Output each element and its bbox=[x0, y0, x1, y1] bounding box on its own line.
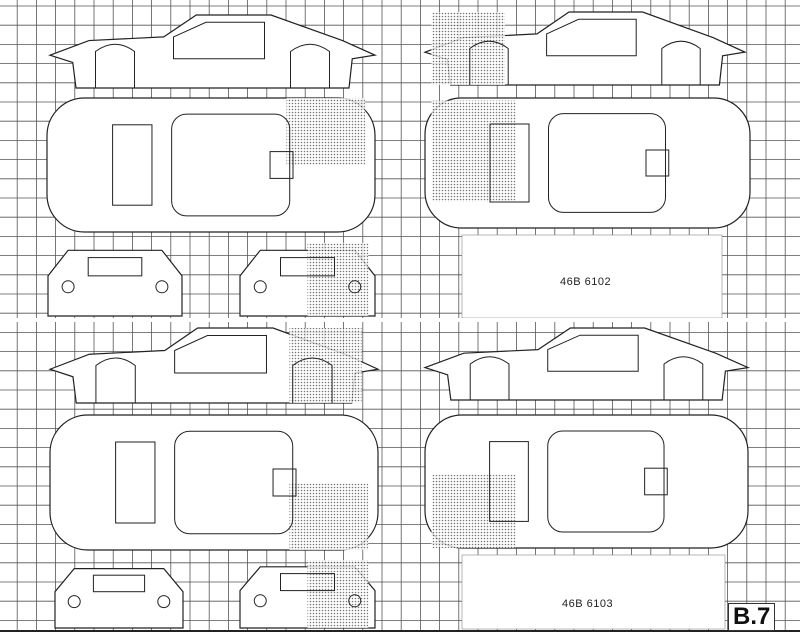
shaded-region bbox=[289, 482, 369, 550]
lamp bbox=[348, 594, 362, 608]
shaded-region bbox=[289, 328, 362, 403]
wheel-arch bbox=[95, 357, 136, 403]
window bbox=[173, 21, 265, 60]
label-box bbox=[461, 234, 723, 319]
plan-view bbox=[424, 414, 749, 549]
drawing-number-bottom: 46B 6103 bbox=[562, 598, 614, 610]
shaded-region bbox=[307, 243, 369, 316]
sheet-id: B.7 bbox=[728, 603, 776, 631]
end-view bbox=[54, 568, 184, 629]
lamp bbox=[157, 595, 171, 609]
tunnel bbox=[645, 149, 670, 177]
shaded-region bbox=[307, 560, 369, 628]
window bbox=[280, 257, 335, 277]
body-outline bbox=[47, 249, 183, 317]
window bbox=[92, 574, 146, 593]
lamp bbox=[61, 280, 75, 294]
label-box bbox=[0, 318, 800, 322]
plan-view bbox=[424, 97, 751, 229]
shaded-region bbox=[286, 98, 366, 165]
end-view bbox=[239, 243, 376, 317]
wheel-arch bbox=[661, 40, 701, 85]
frunk bbox=[489, 441, 529, 522]
shaded-region bbox=[431, 12, 505, 85]
cabin bbox=[548, 113, 666, 213]
lamp bbox=[253, 280, 267, 294]
plan-view bbox=[49, 414, 379, 551]
cabin bbox=[171, 113, 291, 217]
wheel-arch bbox=[292, 357, 333, 403]
tunnel bbox=[644, 467, 668, 496]
frunk bbox=[115, 441, 156, 524]
lamp bbox=[67, 595, 81, 609]
drawing-number-top: 46B 6102 bbox=[560, 276, 612, 288]
wheel-arch bbox=[469, 356, 510, 400]
side-view bbox=[423, 327, 751, 401]
body-outline bbox=[423, 327, 751, 401]
window bbox=[174, 335, 267, 374]
tunnel bbox=[272, 468, 297, 497]
wheel-arch bbox=[663, 356, 704, 400]
window bbox=[280, 573, 335, 592]
label-box bbox=[461, 554, 726, 630]
body-outline bbox=[54, 568, 184, 629]
end-view bbox=[47, 249, 183, 317]
cabin bbox=[174, 430, 294, 535]
window bbox=[87, 257, 143, 277]
label-areas bbox=[0, 234, 800, 630]
car-views bbox=[46, 11, 751, 629]
lamp bbox=[348, 280, 362, 294]
frunk bbox=[112, 124, 153, 206]
body-outline bbox=[48, 14, 378, 89]
window bbox=[546, 18, 637, 57]
side-view bbox=[48, 327, 381, 404]
end-view bbox=[239, 560, 376, 629]
lamp bbox=[155, 280, 169, 294]
shaded-region bbox=[431, 100, 516, 202]
wheel-arch bbox=[290, 43, 330, 88]
cabin bbox=[547, 430, 665, 533]
window bbox=[547, 334, 639, 372]
tunnel bbox=[269, 151, 294, 179]
lamp bbox=[253, 594, 267, 608]
plan-view bbox=[46, 97, 376, 233]
frunk bbox=[489, 123, 530, 203]
wheel-arch bbox=[95, 43, 135, 88]
side-view bbox=[423, 11, 748, 86]
shaded-region bbox=[431, 474, 516, 548]
side-view bbox=[48, 14, 378, 89]
wheel-arch bbox=[469, 40, 509, 85]
